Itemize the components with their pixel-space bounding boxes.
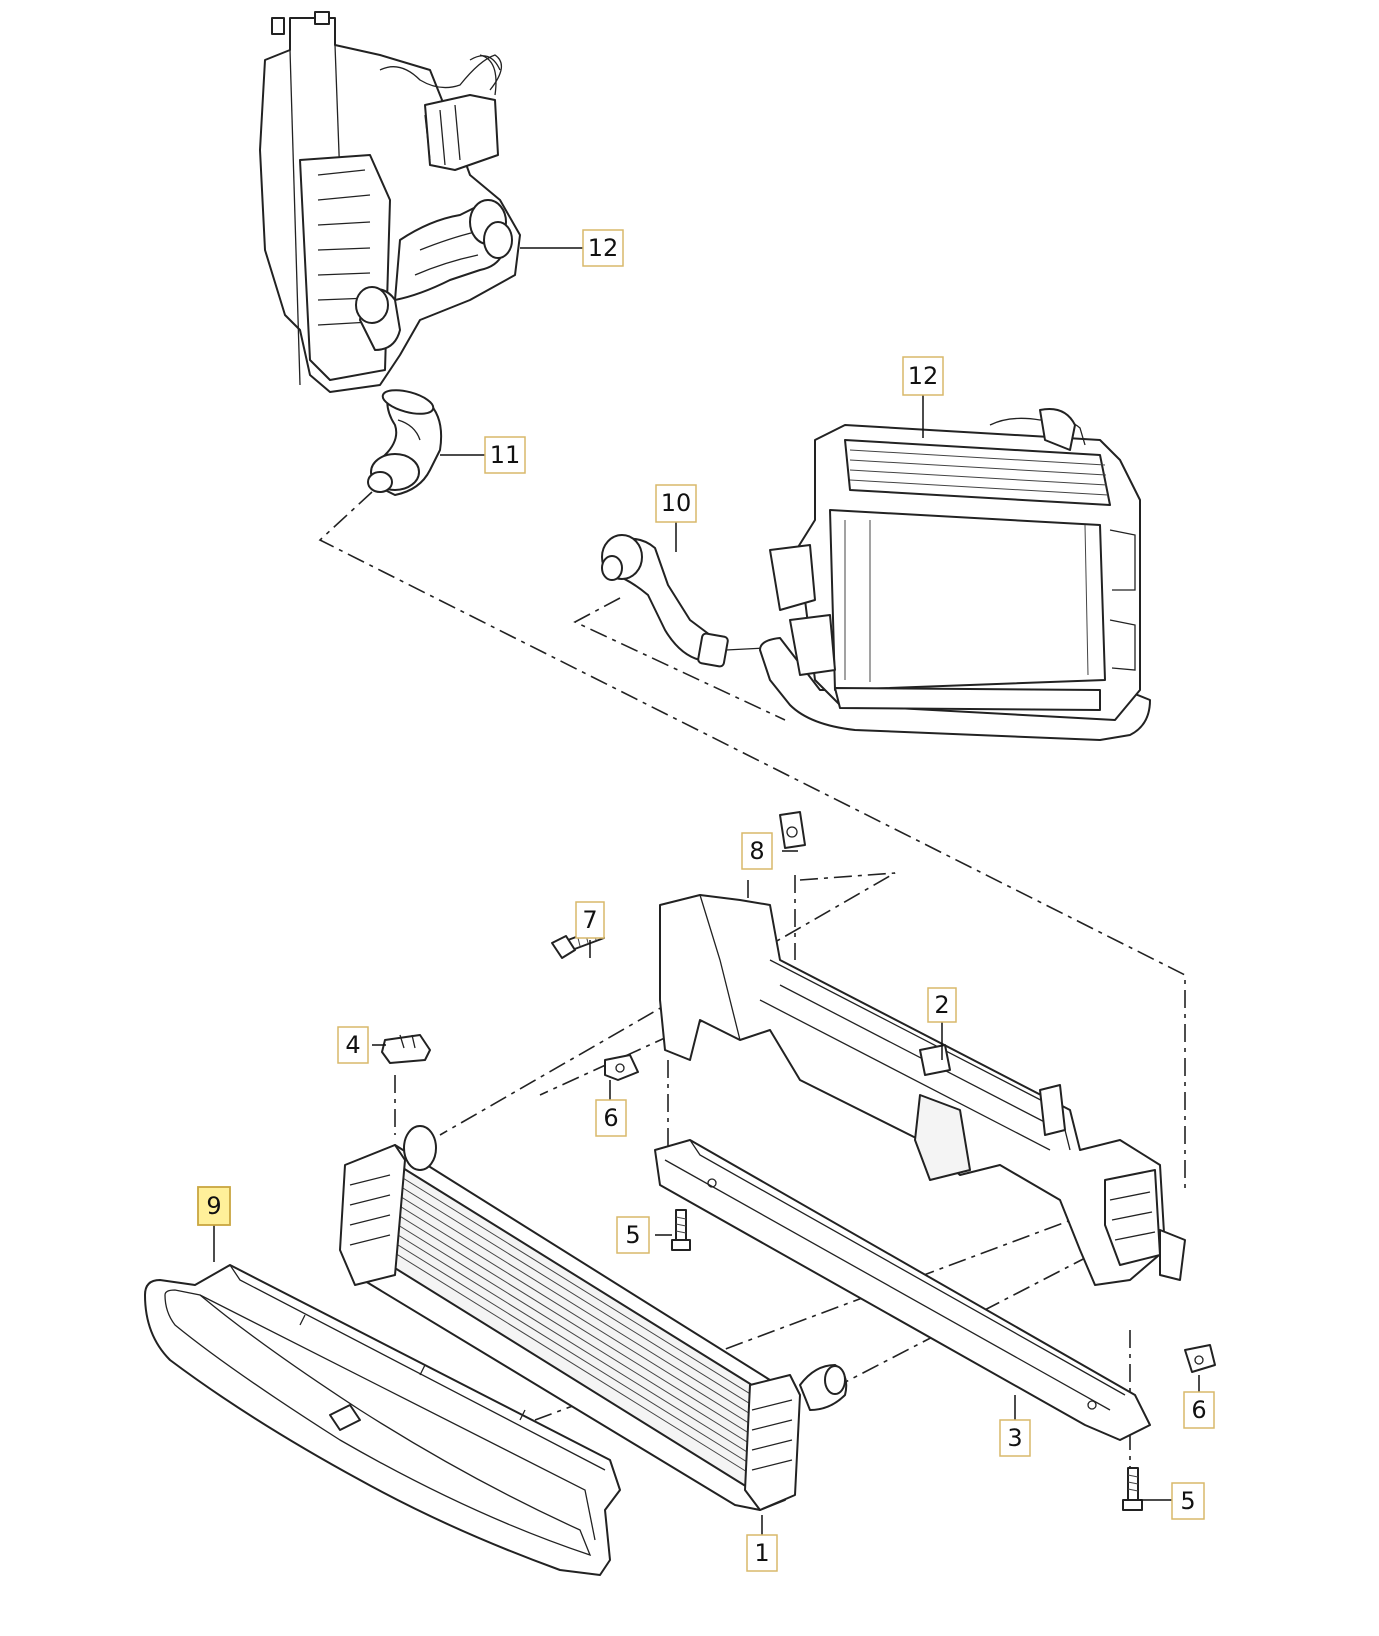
callout-12-top[interactable]: 12 <box>582 229 624 267</box>
svg-text:12: 12 <box>908 362 939 390</box>
callout-3[interactable]: 3 <box>999 1419 1031 1457</box>
nut-6-right <box>1184 1344 1216 1373</box>
callout-10[interactable]: 10 <box>655 484 697 523</box>
svg-text:12: 12 <box>588 234 619 262</box>
callout-6-right[interactable]: 6 <box>1183 1391 1215 1429</box>
leader-lines <box>213 247 1200 1535</box>
intercooler-1 <box>339 1125 848 1511</box>
clip-4 <box>381 1034 431 1064</box>
callout-4[interactable]: 4 <box>337 1026 369 1064</box>
radiator-module-left <box>259 11 521 393</box>
svg-text:2: 2 <box>934 991 949 1019</box>
callout-5-right[interactable]: 5 <box>1171 1482 1205 1520</box>
svg-text:5: 5 <box>1180 1487 1195 1515</box>
screw-5-left <box>671 1209 691 1251</box>
hose-10 <box>601 534 766 668</box>
svg-text:6: 6 <box>1191 1396 1206 1424</box>
nut-6-left <box>604 1054 639 1081</box>
callout-12-right[interactable]: 12 <box>902 356 944 396</box>
callout-2[interactable]: 2 <box>927 987 957 1023</box>
svg-text:11: 11 <box>490 441 521 469</box>
callout-7[interactable]: 7 <box>575 901 605 939</box>
svg-text:4: 4 <box>345 1031 360 1059</box>
callout-9-highlighted[interactable]: 9 <box>197 1186 231 1226</box>
trim-strip-3 <box>654 1139 1151 1441</box>
svg-text:1: 1 <box>754 1539 769 1567</box>
air-guide-9 <box>144 1264 621 1576</box>
callout-labels: 12 11 12 10 8 7 2 4 <box>197 229 1215 1572</box>
callout-11[interactable]: 11 <box>484 436 526 474</box>
svg-text:5: 5 <box>625 1221 640 1249</box>
callout-5-left[interactable]: 5 <box>616 1216 650 1254</box>
callout-1[interactable]: 1 <box>746 1534 778 1572</box>
svg-text:7: 7 <box>582 906 597 934</box>
svg-text:6: 6 <box>603 1104 618 1132</box>
radiator-module-right <box>759 408 1151 741</box>
svg-text:10: 10 <box>661 489 692 517</box>
hose-11 <box>367 389 443 496</box>
callout-6-left[interactable]: 6 <box>595 1099 627 1137</box>
svg-text:9: 9 <box>206 1192 221 1220</box>
svg-text:8: 8 <box>749 837 764 865</box>
callout-8[interactable]: 8 <box>741 832 773 870</box>
screw-5-right <box>1122 1467 1143 1511</box>
clip-8 <box>779 811 806 849</box>
svg-text:3: 3 <box>1007 1424 1022 1452</box>
